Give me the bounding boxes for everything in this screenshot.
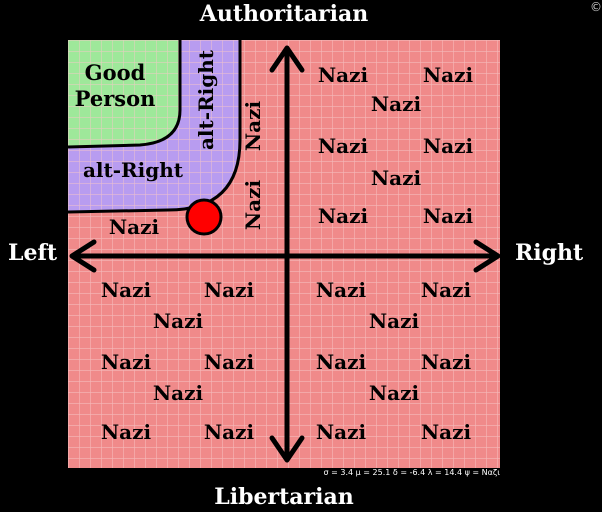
nazi-label: Nazi	[316, 350, 367, 374]
nazi-label: Nazi	[109, 215, 160, 239]
nazi-label: Nazi	[421, 420, 472, 444]
nazi-label: Nazi	[369, 381, 420, 405]
alt-right-border	[67, 40, 242, 214]
nazi-label: Nazi	[153, 309, 204, 333]
nazi-label: Nazi	[423, 134, 474, 158]
nazi-label: Nazi	[371, 92, 422, 116]
nazi-label: Nazi	[153, 381, 204, 405]
nazi-label: Nazi	[423, 63, 474, 87]
axis-label-right: Right	[515, 240, 584, 266]
nazi-label: Nazi	[369, 309, 420, 333]
alt-right-label: alt-Right	[83, 158, 184, 182]
nazi-label: Nazi	[316, 420, 367, 444]
axis-label-left: Left	[8, 240, 58, 266]
nazi-label: Nazi	[423, 204, 474, 228]
nazi-label: Nazi	[371, 166, 422, 190]
nazi-label: Nazi	[101, 420, 152, 444]
corner-glyph: ©	[590, 0, 602, 14]
nazi-label: Nazi	[101, 278, 152, 302]
nazi-label: Nazi	[204, 350, 255, 374]
nazi-label-vertical: Nazi	[241, 101, 265, 152]
nazi-label: Nazi	[204, 420, 255, 444]
good-person-label: Good	[85, 60, 146, 85]
nazi-label: Nazi	[318, 63, 369, 87]
stats-readout: σ = 3.4 μ = 25.1 δ = -6.4 λ = 14.4 ψ = Ν…	[323, 468, 500, 477]
nazi-label: Nazi	[318, 134, 369, 158]
axes	[69, 45, 501, 463]
good-person-border	[67, 40, 182, 149]
alt-right-label-vertical: alt-Right	[194, 49, 218, 150]
nazi-label: Nazi	[421, 350, 472, 374]
nazi-label-vertical: Nazi	[241, 180, 265, 231]
nazi-label: Nazi	[421, 278, 472, 302]
axis-label-top: Authoritarian	[199, 1, 369, 27]
axis-label-bottom: Libertarian	[214, 484, 354, 510]
good-person-label: Person	[75, 86, 156, 111]
nazi-label: Nazi	[204, 278, 255, 302]
nazi-label: Nazi	[316, 278, 367, 302]
position-marker	[185, 198, 223, 236]
nazi-label: Nazi	[318, 204, 369, 228]
nazi-label: Nazi	[101, 350, 152, 374]
